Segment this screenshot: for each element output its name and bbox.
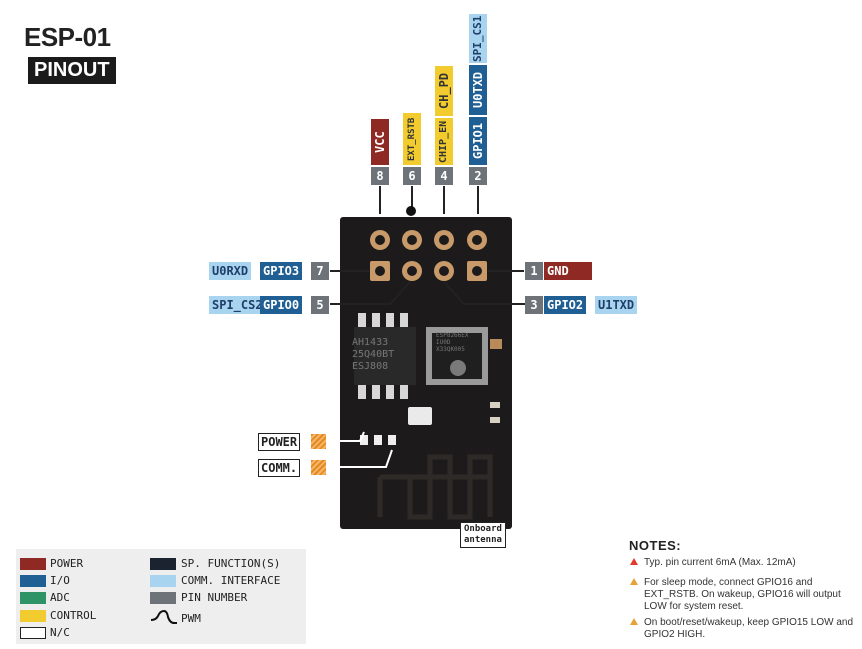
power-led-label: POWER — [258, 433, 301, 451]
pin3-lead — [443, 281, 526, 305]
power-led-lead — [326, 431, 365, 442]
legend: POWER I/O ADC CONTROL N/C SP. FUNCTION(S… — [16, 549, 306, 644]
legend-label-sp-function: SP. FUNCTION(S) — [181, 557, 281, 570]
warning-icon-red — [630, 558, 638, 565]
pin8-lead — [379, 186, 381, 214]
soc-line-2: IU0D — [436, 339, 451, 346]
legend-swatch-pin-number — [150, 592, 176, 604]
legend-swatch-control — [20, 610, 46, 622]
legend-label-pin-number: PIN NUMBER — [181, 591, 248, 604]
pin2-u0txd-label: U0TXD — [469, 65, 487, 115]
pin1-number: 1 — [525, 262, 543, 280]
notes-title: NOTES: — [629, 538, 682, 553]
legend-label-nc: N/C — [50, 626, 70, 639]
pin6-number: 6 — [403, 167, 421, 185]
board-graphics — [354, 230, 502, 520]
legend-swatch-adc — [20, 592, 46, 604]
pin4-ch-pd-label: CH_PD — [435, 66, 453, 116]
flash-line-1: AH1433 — [352, 337, 389, 348]
pin3-u1txd-label: U1TXD — [595, 296, 638, 314]
warning-icon-orange-2 — [630, 618, 638, 625]
pin4-number: 4 — [435, 167, 453, 185]
pin2-number: 2 — [469, 167, 487, 185]
pin7-lead — [330, 270, 370, 272]
pin4-lead — [443, 186, 445, 214]
pin6-ext-rstb-label: EXT_RSTB — [403, 113, 421, 165]
pin7-number: 7 — [311, 262, 329, 280]
legend-label-comm-interface: COMM. INTERFACE — [181, 574, 281, 587]
note-2: For sleep mode, connect GPIO16 and EXT_R… — [644, 577, 841, 612]
pwm-wave-icon — [150, 609, 177, 624]
antenna-label: Onboard antenna — [460, 522, 506, 548]
pin5-spi-cs2-label: SPI_CS2 — [209, 296, 266, 314]
legend-label-adc: ADC — [50, 591, 70, 604]
pin1-gnd-label: GND — [544, 262, 592, 280]
antenna-label-line2: antenna — [464, 535, 502, 545]
pin4-chip-en-label: CHIP_EN — [435, 118, 453, 165]
pin6-junction-dot — [406, 206, 416, 216]
flash-line-2: 25Q40BT — [352, 349, 395, 360]
legend-label-control: CONTROL — [50, 609, 97, 622]
flash-line-3: ESJ808 — [352, 361, 389, 372]
comm-led-icon — [311, 460, 326, 475]
pin2-gpio1-label: GPIO1 — [469, 117, 487, 165]
legend-swatch-power — [20, 558, 46, 570]
pin7-gpio3-label: GPIO3 — [260, 262, 303, 280]
flash-chip — [354, 313, 416, 399]
power-led-icon — [311, 434, 326, 449]
soc-chip — [426, 327, 488, 385]
soc-chip-text: ESP8266EX IU0D X33QK005 — [436, 332, 469, 353]
pin3-gpio2-label: GPIO2 — [544, 296, 587, 314]
pin5-number: 5 — [311, 296, 329, 314]
legend-label-power: POWER — [50, 557, 84, 570]
pin2-spi-cs1-label: SPI_CS1 — [469, 14, 487, 63]
pin8-number: 8 — [371, 167, 389, 185]
diagram-subtitle: PINOUT — [28, 57, 116, 84]
pin3-number: 3 — [525, 296, 543, 314]
legend-swatch-nc — [20, 627, 46, 639]
pin6-lead — [411, 186, 413, 208]
soc-line-1: ESP8266EX — [436, 332, 469, 339]
pin1-lead — [488, 270, 524, 272]
warning-icon-orange — [630, 578, 638, 585]
pin8-vcc-label: VCC — [371, 119, 389, 165]
flash-chip-text: AH1433 25Q40BT ESJ808 — [352, 337, 394, 373]
legend-label-pwm: PWM — [181, 612, 201, 625]
legend-swatch-sp-function — [150, 558, 176, 570]
note-3: On boot/reset/wakeup, keep GPIO15 LOW an… — [644, 617, 854, 640]
diagram-title: ESP-01 — [24, 22, 111, 52]
soc-line-3: X33QK005 — [436, 346, 465, 353]
comm-led-lead — [326, 449, 393, 468]
legend-label-io: I/O — [50, 574, 70, 587]
legend-swatch-io — [20, 575, 46, 587]
pin5-gpio0-label: GPIO0 — [260, 296, 303, 314]
pin7-u0rxd-label: U0RXD — [209, 262, 252, 280]
pin5-lead — [330, 281, 411, 305]
pin2-lead — [477, 186, 479, 214]
comm-led-label: COMM. — [258, 459, 301, 477]
antenna-label-line1: Onboard — [464, 524, 502, 534]
legend-swatch-comm-interface — [150, 575, 176, 587]
note-1: Typ. pin current 6mA (Max. 12mA) — [644, 557, 796, 568]
